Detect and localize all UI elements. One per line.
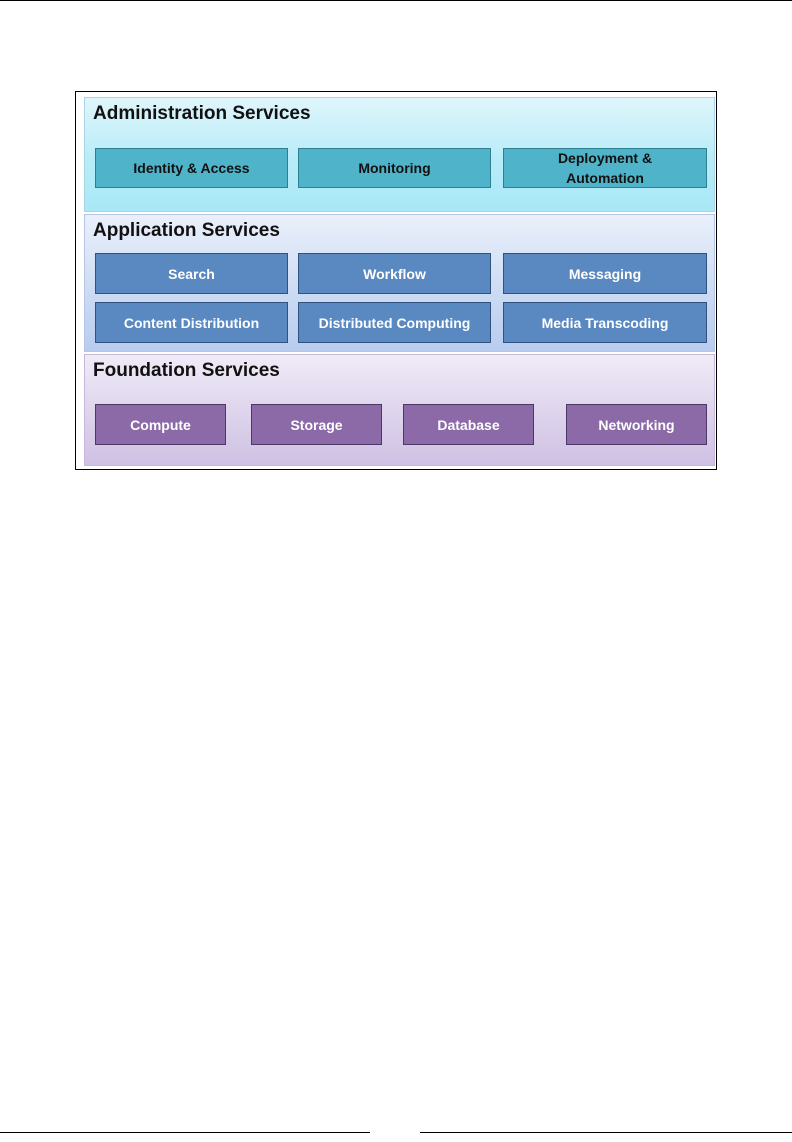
- compute-box: Compute: [95, 404, 226, 445]
- page-bottom-rule-left: [0, 1132, 370, 1133]
- storage-box: Storage: [251, 404, 382, 445]
- application-services-title: Application Services: [93, 220, 280, 241]
- administration-services-title: Administration Services: [93, 103, 311, 124]
- page-bottom-rule-right: [420, 1132, 792, 1133]
- identity-access-box: Identity & Access: [95, 148, 288, 188]
- page-top-rule: [0, 0, 792, 1]
- database-box: Database: [403, 404, 534, 445]
- deployment-automation-box: Deployment & Automation: [503, 148, 707, 188]
- workflow-box: Workflow: [298, 253, 491, 294]
- content-distribution-box: Content Distribution: [95, 302, 288, 343]
- foundation-services-title: Foundation Services: [93, 360, 280, 381]
- media-transcoding-box: Media Transcoding: [503, 302, 707, 343]
- distributed-computing-box: Distributed Computing: [298, 302, 491, 343]
- messaging-box: Messaging: [503, 253, 707, 294]
- monitoring-box: Monitoring: [298, 148, 491, 188]
- networking-box: Networking: [566, 404, 707, 445]
- search-box: Search: [95, 253, 288, 294]
